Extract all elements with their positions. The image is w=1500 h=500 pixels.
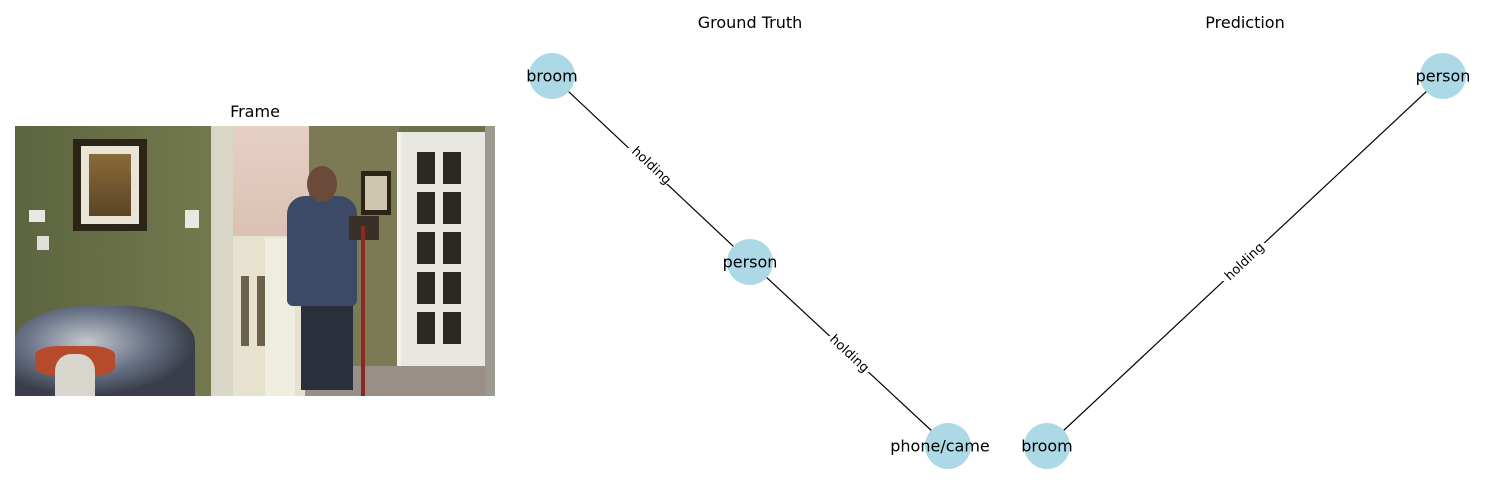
video-frame-image xyxy=(15,126,495,396)
pred-node-broom xyxy=(1024,423,1070,469)
pred-node-label-broom: broom xyxy=(1021,437,1073,456)
prediction-graph: holding person broom xyxy=(1021,53,1470,469)
ground-truth-title: Ground Truth xyxy=(697,13,803,32)
pred-edge-label-bg xyxy=(1219,243,1269,281)
ground-truth-graph: holding holding broom person phone/came xyxy=(526,53,990,469)
gt-node-person xyxy=(727,239,773,285)
pred-node-person xyxy=(1420,53,1466,99)
prediction-title: Prediction xyxy=(1205,13,1285,32)
gt-node-label-broom: broom xyxy=(526,67,578,86)
frame-title: Frame xyxy=(230,102,280,121)
gt-node-label-person: person xyxy=(723,253,778,272)
gt-node-phone xyxy=(925,423,971,469)
pred-node-label-person: person xyxy=(1416,67,1471,86)
gt-node-label-phone: phone/came xyxy=(890,437,990,456)
gt-edge-label-bg-1 xyxy=(626,148,676,184)
gt-edge-label-bg-2 xyxy=(824,336,874,372)
gt-node-broom xyxy=(529,53,575,99)
